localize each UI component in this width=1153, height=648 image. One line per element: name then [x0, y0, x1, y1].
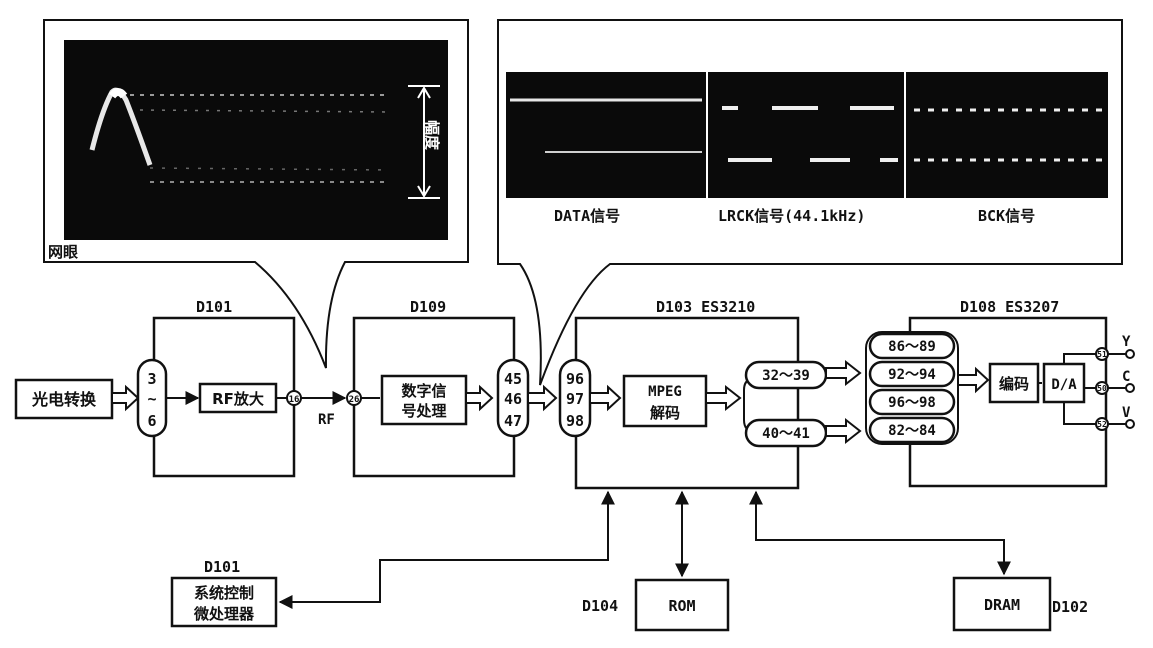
- dsp-label-line2: 号处理: [401, 402, 446, 420]
- d103-pin-97: 97: [566, 390, 584, 408]
- amplitude-value: 1Vp-p: [448, 118, 464, 160]
- eye-pattern-screen: [64, 40, 448, 240]
- eye-pattern-trace: [89, 87, 391, 183]
- lrck-waveform: [722, 106, 898, 162]
- d101-pin-3: 3: [147, 370, 156, 388]
- bck-waveform: [914, 108, 1104, 162]
- d101-pin-6: 6: [147, 412, 156, 430]
- lrck-signal-screen: [708, 72, 904, 198]
- d108-out-pin-52: 52: [1097, 420, 1107, 429]
- optical-to-d101-arrow: [111, 384, 140, 412]
- amplitude-label: 幅度: [423, 120, 441, 151]
- output-y-label: Y: [1122, 334, 1131, 350]
- encoder-label: 编码: [999, 375, 1029, 393]
- output-v-label: V: [1122, 405, 1131, 421]
- mpeg-label-line1: MPEG: [648, 384, 682, 400]
- d103-to-d108-arrow-a: [825, 359, 862, 387]
- d108-pin-86-89: 86～89: [888, 339, 936, 355]
- d108-title: D108 ES3207: [960, 298, 1059, 316]
- lrck-signal-label: LRCK信号(44.1kHz): [718, 207, 865, 225]
- d101-title: D101: [196, 298, 232, 316]
- rom-block: D104 ROM: [582, 578, 730, 632]
- d101-out-pin: 16: [289, 395, 300, 405]
- d103-pin-98: 98: [566, 412, 584, 430]
- optical-converter-label: 光电转换: [31, 390, 97, 409]
- d103-out-40-41: 40～41: [762, 426, 810, 442]
- dram-block: DRAM D102: [952, 576, 1088, 632]
- sysctrl-line2: 微处理器: [193, 605, 255, 623]
- bck-signal-screen: [906, 72, 1108, 198]
- d101-pin-range: ~: [147, 390, 156, 408]
- dram-label: DRAM: [984, 596, 1020, 614]
- d109-pin-45: 45: [504, 370, 522, 388]
- d109-pin-46: 46: [504, 390, 522, 408]
- rom-title: D104: [582, 597, 618, 615]
- output-c-label: C: [1122, 369, 1130, 385]
- d103-title: D103 ES3210: [656, 298, 755, 316]
- eye-pattern-label: 网眼: [48, 243, 78, 261]
- d109-title: D109: [410, 298, 446, 316]
- system-controller-block: D101 系统控制 微处理器: [170, 558, 278, 628]
- sysctrl-bus-line: [278, 490, 615, 609]
- d103-pin-96: 96: [566, 370, 584, 388]
- d109-pin-47: 47: [504, 412, 522, 430]
- dac-label: D/A: [1051, 377, 1077, 393]
- d108-pin-96-98: 96～98: [888, 395, 936, 411]
- d108-chip: D108 ES3207 86～89 92～94 96～98 82～84 编码 D…: [865, 298, 1135, 488]
- rf-label: RF: [318, 412, 335, 428]
- data-signal-label: DATA信号: [554, 207, 620, 225]
- d109-in-pin: 26: [349, 395, 360, 405]
- d103-to-d108-arrow-b: [825, 417, 862, 445]
- sysctrl-line1: 系统控制: [194, 584, 254, 602]
- mpeg-label-line2: 解码: [650, 404, 680, 422]
- d101-chip: D101 3 ~ 6 RF放大 16: [136, 298, 302, 478]
- d108-pin-92-94: 92～94: [888, 367, 936, 383]
- d108-pin-82-84: 82～84: [888, 423, 936, 439]
- rom-label: ROM: [668, 597, 695, 615]
- d103-out-32-39: 32～39: [762, 368, 810, 384]
- d109-chip: D109 26 数字信 号处理 45 46 47: [346, 298, 530, 478]
- signal-waveform-panel: DATA信号 LRCK信号(44.1kHz) BCK信号: [497, 19, 1123, 386]
- d103-chip: D103 ES3210 96 97 98 MPEG 解码 32～39 40～41: [558, 298, 828, 490]
- bck-signal-label: BCK信号: [978, 207, 1035, 225]
- optical-converter-block: 光电转换: [14, 378, 114, 420]
- d108-out-pin-51: 51: [1097, 350, 1107, 359]
- data-signal-screen: [506, 72, 706, 198]
- sysctrl-title: D101: [204, 558, 240, 576]
- dsp-label-line1: 数字信: [401, 382, 446, 400]
- dram-bus-line: [749, 490, 1011, 576]
- eye-pattern-panel: 幅度 1Vp-p 网眼: [43, 19, 469, 369]
- d109-to-d103-arrow: [527, 384, 558, 412]
- rf-amplifier-label: RF放大: [212, 390, 264, 408]
- d108-out-pin-50: 50: [1097, 384, 1107, 393]
- dram-title: D102: [1052, 598, 1088, 616]
